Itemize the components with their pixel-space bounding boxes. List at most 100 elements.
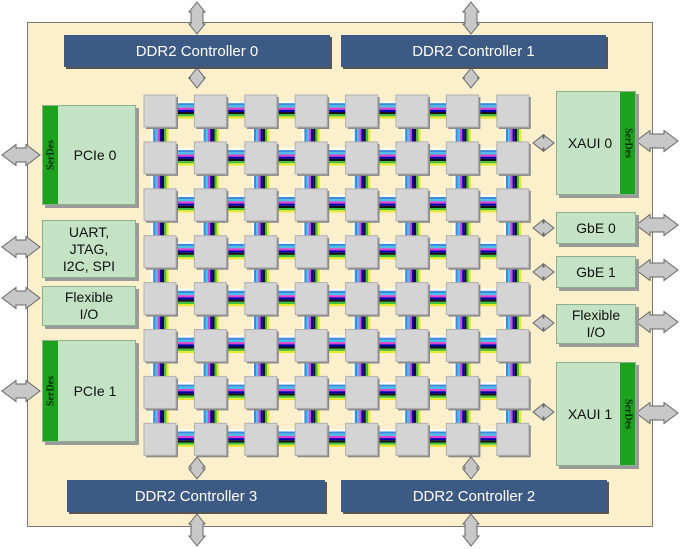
- horizontal-link: [276, 101, 296, 119]
- tile: [193, 188, 227, 222]
- vertical-link: [403, 408, 421, 424]
- horizontal-link: [176, 194, 195, 213]
- horizontal-link: [428, 101, 447, 119]
- tile: [445, 422, 479, 456]
- vertical-link: [352, 127, 371, 142]
- tile: [294, 188, 328, 222]
- horizontal-link: [276, 194, 296, 213]
- left-flexible-label: Flexible: [64, 289, 114, 305]
- ddr3-mesh-arrow: [187, 456, 207, 480]
- horizontal-link: [428, 241, 447, 260]
- pcie-0-block: SerDes PCIe 0: [42, 105, 136, 205]
- gbe-0-block: GbE 0: [556, 212, 636, 244]
- tile: [395, 329, 429, 362]
- horizontal-link: [377, 288, 396, 307]
- tile: [345, 329, 379, 362]
- tile: [143, 422, 177, 456]
- vertical-link: [503, 127, 522, 142]
- tile: [496, 422, 530, 456]
- vertical-link: [403, 267, 421, 283]
- ddr0-external-arrow: [187, 1, 207, 35]
- vertical-link: [151, 173, 169, 189]
- tile: [496, 188, 530, 222]
- vertical-link: [251, 127, 270, 142]
- gbe-1-block: GbE 1: [556, 256, 636, 288]
- vertical-link: [302, 127, 320, 142]
- vertical-link: [453, 314, 471, 330]
- i2c-spi-label: I2C, SPI: [62, 257, 116, 274]
- horizontal-link: [478, 101, 497, 119]
- vertical-link: [201, 408, 219, 424]
- horizontal-link: [478, 382, 497, 400]
- ddr2-controller-1: DDR2 Controller 1: [341, 35, 606, 67]
- vertical-link: [151, 267, 169, 283]
- uart-external-arrow: [1, 235, 41, 259]
- right-io-label: I/O: [586, 324, 606, 340]
- horizontal-link: [226, 382, 245, 400]
- horizontal-link: [327, 194, 346, 213]
- horizontal-link: [478, 288, 497, 307]
- vertical-link: [352, 314, 371, 330]
- left-io-label: I/O: [79, 306, 99, 322]
- ddr2-mesh-arrow: [461, 456, 481, 480]
- xaui-1-block: SerDes XAUI 1: [556, 362, 636, 466]
- horizontal-link: [377, 147, 396, 166]
- horizontal-link: [327, 241, 346, 260]
- right-flexible-label: Flexible: [571, 307, 621, 323]
- horizontal-link: [428, 335, 447, 354]
- vertical-link: [453, 220, 471, 236]
- pcie-1-label: PCIe 1: [73, 382, 117, 399]
- pcie0-external-arrow: [1, 143, 41, 167]
- tile: [345, 422, 379, 456]
- xaui-0-label: XAUI 0: [567, 134, 613, 151]
- gbe1-external-arrow: [635, 258, 679, 282]
- vertical-link: [201, 127, 219, 142]
- tile: [244, 422, 278, 456]
- vertical-link: [151, 127, 169, 142]
- horizontal-link: [276, 241, 296, 260]
- tile: [294, 94, 328, 128]
- tile: [395, 375, 429, 409]
- horizontal-link: [226, 429, 245, 447]
- horizontal-link: [478, 429, 497, 447]
- xaui0-mesh-arrow: [532, 133, 555, 153]
- horizontal-link: [377, 382, 396, 400]
- horizontal-link: [226, 335, 245, 354]
- tile: [143, 235, 177, 269]
- tile: [294, 375, 328, 409]
- vertical-link: [403, 173, 421, 189]
- horizontal-link: [428, 194, 447, 213]
- horizontal-link: [428, 147, 447, 166]
- tile: [445, 235, 479, 269]
- vertical-link: [302, 314, 320, 330]
- left-flexible-external-arrow: [1, 286, 41, 310]
- vertical-link: [403, 220, 421, 236]
- vertical-link: [302, 220, 320, 236]
- tile: [143, 329, 177, 362]
- vertical-link: [302, 267, 320, 283]
- vertical-link: [403, 361, 421, 377]
- vertical-link: [503, 314, 522, 330]
- tile: [143, 375, 177, 409]
- vertical-link: [403, 314, 421, 330]
- serdes-strip: SerDes: [620, 92, 635, 194]
- vertical-link: [352, 220, 371, 236]
- vertical-link: [201, 173, 219, 189]
- horizontal-link: [327, 101, 346, 119]
- vertical-link: [201, 220, 219, 236]
- vertical-link: [503, 361, 522, 377]
- ddr3-external-arrow: [187, 513, 207, 547]
- horizontal-link: [478, 335, 497, 354]
- vertical-link: [352, 267, 371, 283]
- horizontal-link: [377, 429, 396, 447]
- tile: [496, 329, 530, 362]
- right-flexible-external-arrow: [635, 310, 679, 334]
- serdes-strip: SerDes: [620, 363, 635, 465]
- gbe0-mesh-arrow: [532, 218, 555, 238]
- tile: [445, 282, 479, 316]
- ddr1-external-arrow: [461, 1, 481, 35]
- horizontal-link: [176, 101, 195, 119]
- right-flexible-io-block: Flexible I/O: [556, 304, 636, 344]
- ddr2-controller-2: DDR2 Controller 2: [341, 480, 607, 512]
